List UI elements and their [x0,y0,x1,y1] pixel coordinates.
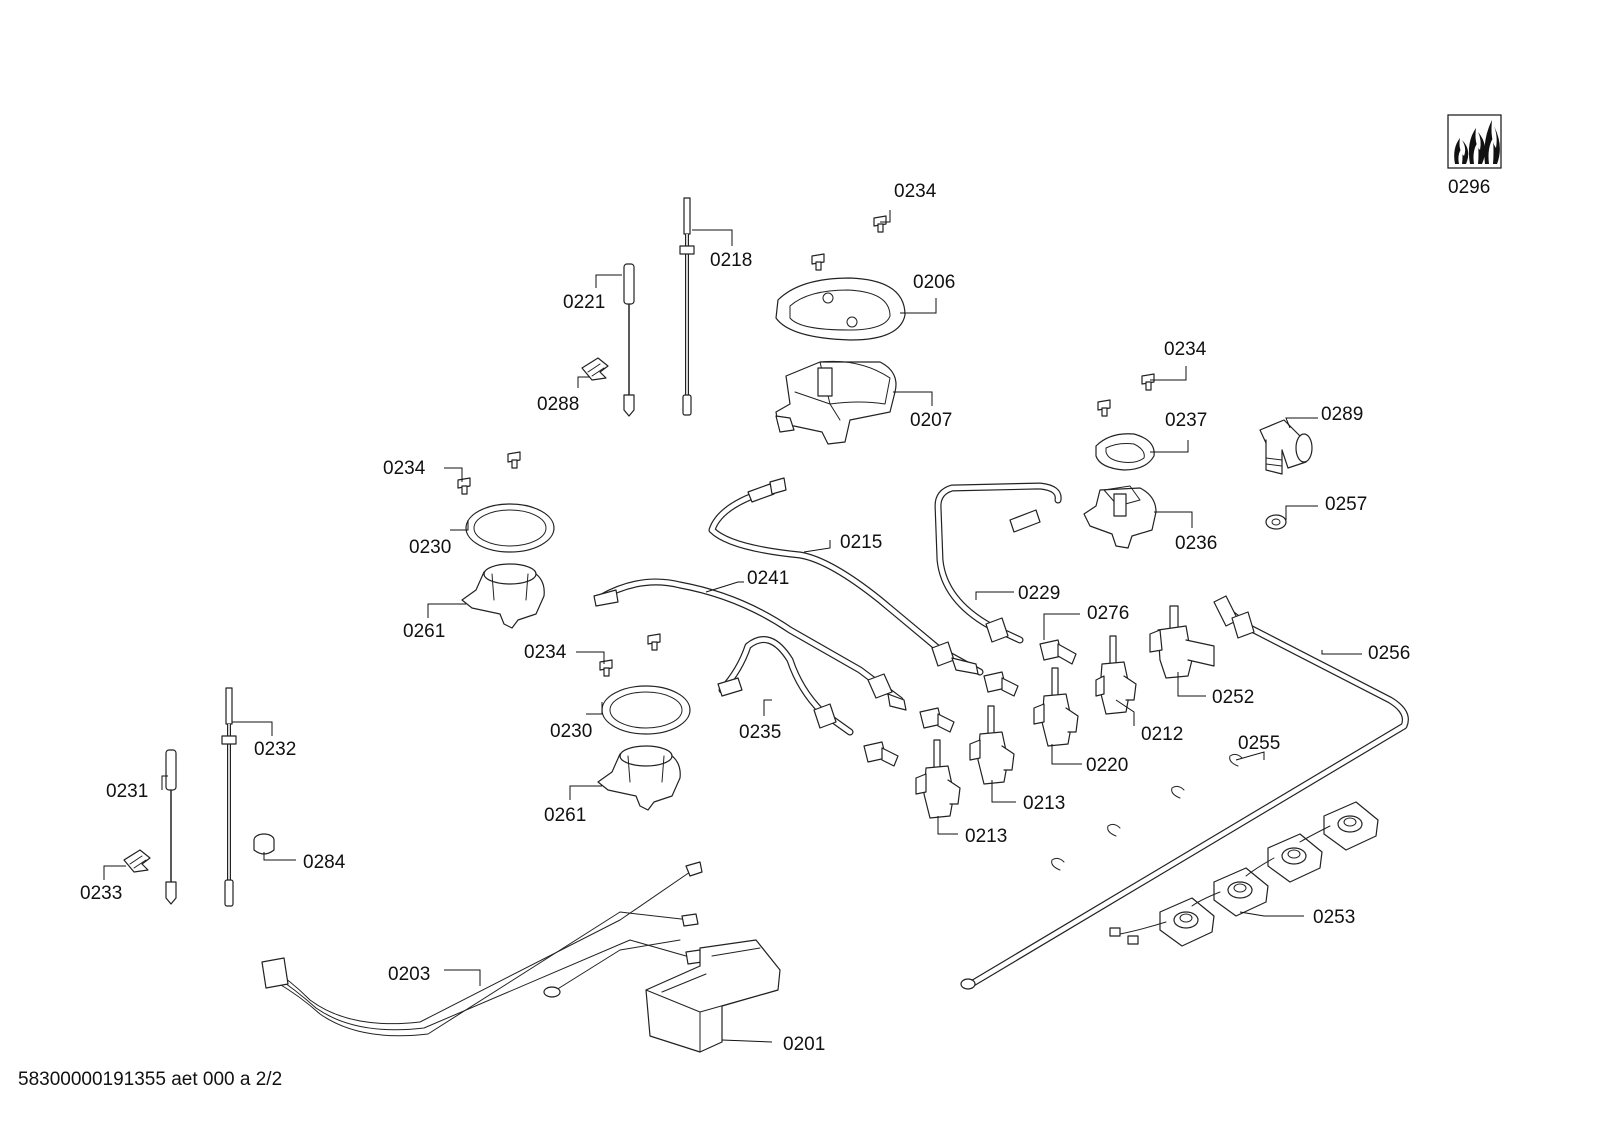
label-0234: 0234 [383,458,426,479]
part-0218-thermocouple [679,197,695,416]
label-0253: 0253 [1313,907,1355,928]
label-0241: 0241 [747,568,789,589]
part-nozzle [983,671,1019,697]
part-0234-screw [1097,399,1111,417]
gas-flame-logo-icon [1447,114,1502,169]
label-0255: 0255 [1238,733,1280,754]
part-0212-gas-valve [1095,635,1137,715]
label-0257: 0257 [1325,494,1367,515]
part-0215-gas-pipe [708,477,984,676]
part-circlip [1107,823,1121,837]
part-0229-gas-pipe [934,482,1062,644]
part-0234-screw [507,451,521,469]
part-0213-gas-valve [915,739,961,819]
label-0220: 0220 [1086,755,1128,776]
label-0261: 0261 [403,621,445,642]
part-0241-gas-pipe [593,578,907,711]
part-0289-elbow-fitting [1259,419,1313,475]
label-0296: 0296 [1448,177,1490,198]
part-0234-screw [599,659,613,677]
label-0232: 0232 [254,739,296,760]
part-0220-gas-valve [1033,667,1079,747]
label-0231: 0231 [106,781,148,802]
part-0276-nozzle [1039,639,1077,665]
part-0232-thermocouple [221,687,237,907]
part-nozzle [863,741,899,767]
label-0218: 0218 [710,250,752,271]
label-0213: 0213 [1023,793,1065,814]
part-0257-washer [1265,514,1287,530]
part-0206-gasket [775,277,906,341]
label-0203: 0203 [388,964,430,985]
part-0203-wiring-harness [261,861,703,1037]
part-0234-screw [873,215,887,233]
part-0236-burner-base [1083,485,1157,549]
label-0256: 0256 [1368,643,1410,664]
part-0261-burner-base [597,745,681,811]
part-0234-screw [1141,373,1155,391]
label-0252: 0252 [1212,687,1254,708]
label-0261: 0261 [544,805,586,826]
part-0230-gasket [465,503,555,553]
label-0289: 0289 [1321,404,1363,425]
part-0233-clip [123,849,151,873]
part-0253-ignition-switch-strip [1109,801,1379,947]
part-labels: 0296 0234 0218 0221 0206 0288 0207 0234 … [80,177,1490,1055]
part-circlip [1171,785,1185,799]
part-0235-gas-pipe [717,636,854,736]
label-0212: 0212 [1141,724,1183,745]
label-0234: 0234 [894,181,937,202]
part-0231-ignition-electrode [165,749,177,905]
part-0234-screw [457,477,471,495]
part-0201-ignition-module [645,939,781,1053]
label-0234: 0234 [524,642,567,663]
part-0234-screw [647,633,661,651]
part-0288-clip [581,357,609,381]
label-0276: 0276 [1087,603,1129,624]
label-0288: 0288 [537,394,579,415]
part-0213-gas-valve [969,705,1015,785]
part-0252-valve [1149,605,1215,679]
label-0284: 0284 [303,852,346,873]
part-0255-circlip [1229,753,1243,767]
part-0284-cap [253,833,275,855]
part-nozzle [919,707,955,733]
label-0206: 0206 [913,272,955,293]
leader-lines [103,210,1362,1043]
part-0221-ignition-electrode [623,263,635,417]
label-0229: 0229 [1018,583,1060,604]
part-0256-gas-rail [960,595,1409,990]
label-0221: 0221 [563,292,605,313]
label-0230: 0230 [550,721,592,742]
part-0230-gasket [601,685,691,735]
label-0233: 0233 [80,883,122,904]
label-0235: 0235 [739,722,781,743]
part-0207-burner-base [775,360,897,445]
label-0207: 0207 [910,410,952,431]
label-0234: 0234 [1164,339,1207,360]
part-0261-burner-base [461,563,545,629]
part-circlip [1051,857,1065,871]
label-0236: 0236 [1175,533,1217,554]
label-0237: 0237 [1165,410,1207,431]
label-0201: 0201 [783,1034,825,1055]
label-0215: 0215 [840,532,882,553]
document-footer-id: 58300000191355 aet 000 a 2/2 [18,1069,282,1090]
part-0234-screw [811,253,825,271]
label-0213: 0213 [965,826,1007,847]
label-0230: 0230 [409,537,451,558]
part-0237-gasket [1095,433,1155,471]
